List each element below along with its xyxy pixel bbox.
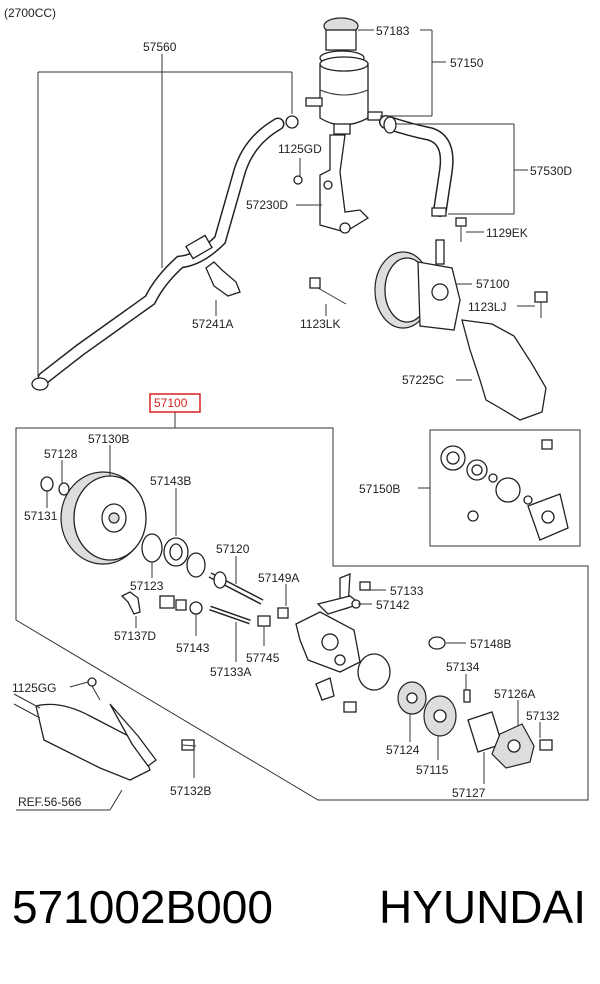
pump-body (295, 573, 371, 713)
footer: 571002B000 HYUNDAI (12, 880, 592, 950)
engine-label: (2700CC) (4, 6, 56, 20)
label-57126a: 57126A (494, 687, 535, 701)
label-57183: 57183 (376, 24, 410, 38)
pressure-hose (31, 115, 299, 391)
brand-name: HYUNDAI (378, 881, 586, 933)
cam-ring (357, 653, 391, 691)
bolt-1123lj (534, 291, 548, 318)
snap-ring (141, 533, 163, 563)
label-57134: 57134 (446, 660, 480, 674)
top-leader-lines (37, 29, 535, 428)
main-leader-lines (16, 445, 541, 811)
label-57137d: 57137D (114, 629, 156, 643)
label-57130b: 57130B (88, 432, 129, 446)
hose-clip (205, 261, 241, 297)
washer-57128 (58, 482, 70, 496)
valve-parts (120, 591, 289, 627)
o-ring (428, 636, 446, 650)
label-57530d: 57530D (530, 164, 572, 178)
shaft (208, 571, 264, 605)
label-57132b: 57132B (170, 784, 211, 798)
assembly-outline (15, 427, 589, 801)
label-57150b: 57150B (359, 482, 400, 496)
label-57133a: 57133A (210, 665, 251, 679)
cover-57126a (491, 723, 553, 769)
highlight-box (149, 393, 201, 413)
label-57150: 57150 (450, 56, 484, 70)
reservoir-tank (305, 17, 383, 135)
pump-assembly-top (374, 239, 461, 331)
reservoir-bracket (293, 134, 370, 234)
label-57132: 57132 (526, 709, 560, 723)
part-number: 571002B000 (12, 881, 273, 933)
vane-plate (423, 695, 457, 737)
label-57115: 57115 (416, 763, 449, 777)
pulley (60, 471, 147, 565)
seal (186, 552, 206, 578)
label-57143b: 57143B (150, 474, 191, 488)
rotor (397, 681, 427, 715)
label-57124: 57124 (386, 743, 420, 757)
pin-57134 (463, 689, 471, 703)
label-57100-box: 57100 (154, 396, 188, 410)
label-57149a: 57149A (258, 571, 299, 585)
bolt-1123lk (309, 277, 347, 305)
label-57100-top: 57100 (476, 277, 510, 291)
seal-kit-parts (440, 439, 569, 541)
label-ref: REF.56-566 (18, 795, 82, 809)
label-57148b: 57148B (470, 637, 511, 651)
label-57745: 57745 (246, 651, 280, 665)
label-57133: 57133 (390, 584, 424, 598)
label-57120: 57120 (216, 542, 250, 556)
label-1125gd: 1125GD (278, 142, 322, 156)
label-57560: 57560 (143, 40, 177, 54)
label-1123lj: 1123LJ (468, 300, 506, 314)
label-57142: 57142 (376, 598, 410, 612)
label-57131: 57131 (24, 509, 58, 523)
label-1129ek: 1129EK (486, 226, 528, 240)
label-1123lk: 1123LK (300, 317, 340, 331)
label-57230d: 57230D (246, 198, 288, 212)
label-57241a: 57241A (192, 317, 233, 331)
bolt-1129ek (455, 217, 467, 242)
label-57127: 57127 (452, 786, 486, 800)
label-1125gg: 1125GG (12, 681, 56, 695)
nut-57131 (40, 476, 54, 492)
label-57123: 57123 (130, 579, 164, 593)
label-57143: 57143 (176, 641, 210, 655)
label-57128: 57128 (44, 447, 78, 461)
pump-bracket (461, 319, 547, 421)
steering-gear-ref (13, 677, 197, 781)
return-hose (379, 115, 454, 217)
label-57225c: 57225C (402, 373, 444, 387)
